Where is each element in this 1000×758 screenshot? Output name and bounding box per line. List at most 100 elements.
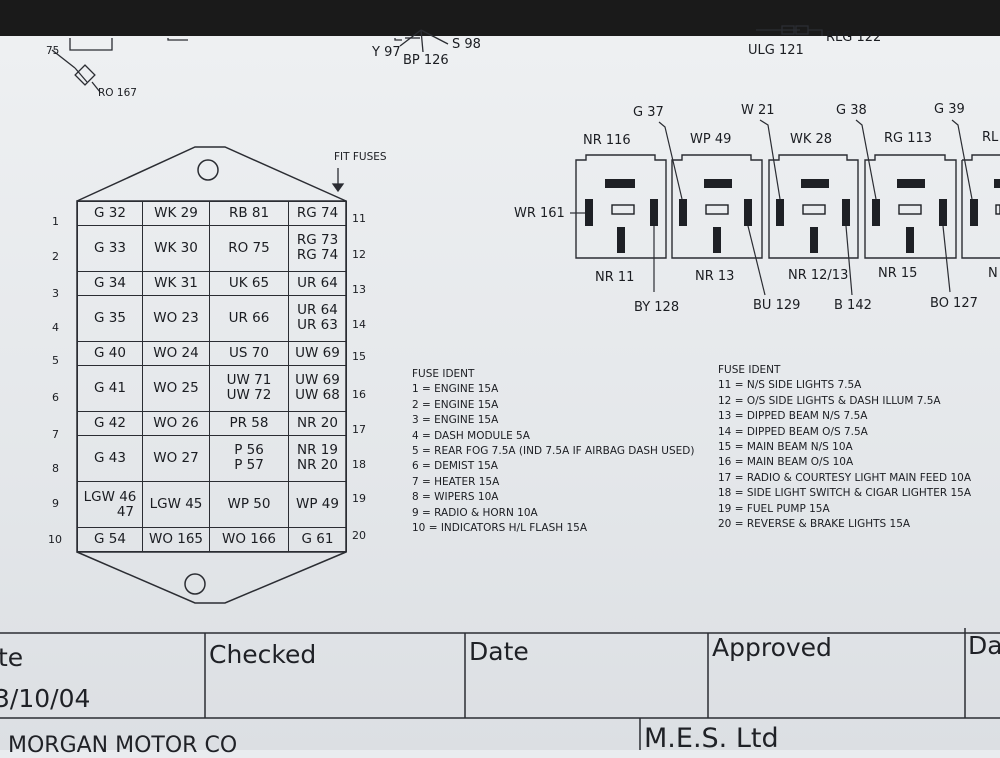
relay-label-wr161: WR 161 — [514, 206, 565, 221]
fuse-cell-text: LGW 45 — [149, 496, 203, 513]
fuse-cell-text: UW 71 — [226, 372, 272, 389]
title-block-mes: M.E.S. Ltd — [644, 723, 779, 754]
fuse-cell-text: 47 — [116, 503, 134, 520]
relay-label-g38: G 38 — [836, 103, 867, 118]
fuse-ident-item: 19 = FUEL PUMP 15A — [718, 502, 830, 515]
fuse-cell-text: UW 69 — [295, 372, 340, 389]
label-ulg121: ULG 121 — [748, 43, 804, 58]
fuse-cell-text: P 57 — [234, 457, 264, 474]
fuse-cell-text: WO 25 — [153, 379, 199, 396]
fuse-cell: G 42 — [77, 410, 143, 436]
fuse-number: 15 — [352, 350, 366, 363]
label-75: 75 — [46, 45, 60, 57]
fuse-cell: G 35 — [77, 294, 143, 342]
fuse-cell: LGW 45 — [142, 480, 210, 529]
fuse-cell-text: P 56 — [234, 442, 264, 459]
fuse-ident-left: FUSE IDENT 1 = ENGINE 15A 2 = ENGINE 15A… — [412, 367, 694, 536]
title-block-date-value: 3/10/04 — [0, 684, 91, 713]
fuse-cell-text: WO 165 — [148, 531, 204, 548]
fuse-ident-item: 11 = N/S SIDE LIGHTS 7.5A — [718, 379, 862, 392]
relay-label-rl: RL — [982, 130, 999, 145]
fuse-number: 1 — [52, 215, 59, 228]
title-block-company: MORGAN MOTOR CO — [8, 733, 238, 758]
relay-label-nr15: NR 15 — [878, 266, 918, 281]
fuse-cell-text: RG 73 — [296, 232, 339, 249]
fuse-cell: UK 65 — [209, 270, 289, 296]
fuse-row: G 42 WO 26 PR 58 NR 20 — [77, 410, 347, 436]
fuse-cell: WK 31 — [142, 270, 210, 296]
fuse-cell-text: WO 24 — [153, 344, 199, 361]
fuse-cell: UR 64 — [288, 270, 347, 296]
fuse-cell: WO 166 — [209, 527, 289, 552]
relay-label-nr11: NR 11 — [595, 270, 635, 285]
fuse-number: 5 — [52, 354, 59, 367]
fuse-cell-text: WK 29 — [154, 204, 198, 221]
fuse-cell-text: G 35 — [94, 309, 126, 326]
fuse-cell-text: RG 74 — [296, 204, 339, 221]
fuse-row: G 32 WK 29 RB 81 RG 74 — [77, 201, 347, 226]
fuse-cell-text: WO 166 — [221, 531, 277, 548]
fuse-cell: NR 20 — [288, 410, 347, 436]
fuse-cell: G 54 — [77, 527, 143, 552]
fuse-ident-item: 17 = RADIO & COURTESY LIGHT MAIN FEED 10… — [718, 471, 972, 484]
fuse-cell-text: G 32 — [94, 204, 126, 221]
fuse-cell-text: G 42 — [94, 414, 126, 431]
fuse-cell: G 61 — [288, 527, 347, 552]
title-block-checked: Checked — [209, 640, 317, 669]
label-ro167: RO 167 — [98, 87, 137, 99]
relay-label-g37: G 37 — [633, 105, 664, 120]
fuse-cell: UW 69 — [288, 340, 347, 366]
fuse-ident-item: 12 = O/S SIDE LIGHTS & DASH ILLUM 7.5A — [718, 394, 941, 407]
relay-label-bo127: BO 127 — [930, 296, 978, 311]
fuse-number: 10 — [48, 533, 62, 546]
relay-label-w21: W 21 — [741, 103, 775, 118]
fuse-cell: WK 29 — [142, 201, 210, 226]
fuse-cell-text: UR 63 — [297, 317, 338, 334]
fuse-cell-text: WO 26 — [153, 414, 199, 431]
fuse-cell-text: UR 64 — [297, 302, 338, 319]
fuse-ident-item: 20 = REVERSE & BRAKE LIGHTS 15A — [718, 517, 911, 530]
fuse-cell-text: UR 66 — [228, 309, 270, 326]
fuse-cell: G 40 — [77, 340, 143, 366]
fuse-cell-text: RO 75 — [228, 239, 270, 256]
fuse-cell-text: NR 20 — [297, 414, 338, 431]
fuse-cell-text: WK 30 — [154, 239, 198, 256]
fuse-number: 6 — [52, 391, 59, 404]
fuse-cell: WP 49 — [288, 480, 347, 529]
fuse-ident-item: 15 = MAIN BEAM N/S 10A — [718, 440, 853, 453]
fuse-cell: WO 24 — [142, 340, 210, 366]
fuse-cell: G 34 — [77, 270, 143, 296]
fuse-cell-text: NR 19 — [297, 442, 338, 459]
fuse-ident-item: 4 = DASH MODULE 5A — [412, 429, 530, 442]
fuse-ident-item: 18 = SIDE LIGHT SWITCH & CIGAR LIGHTER 1… — [718, 487, 971, 500]
fuse-number: 19 — [352, 492, 366, 505]
top-shadow-bar — [0, 0, 1000, 36]
fuse-cell-text: G 43 — [94, 449, 126, 466]
fuse-cell-text: RG 74 — [296, 247, 339, 264]
fuse-cell: WO 25 — [142, 364, 210, 412]
fuse-cell-text: RB 81 — [228, 204, 270, 221]
fuse-ident-item: 13 = DIPPED BEAM N/S 7.5A — [718, 410, 868, 423]
fuse-cell-text: UR 64 — [297, 274, 338, 291]
relay-label-nr116: NR 116 — [583, 133, 631, 148]
fuse-ident-heading: FUSE IDENT — [412, 368, 475, 380]
fuse-ident-item: 2 = ENGINE 15A — [412, 398, 499, 411]
fuse-number: 7 — [52, 428, 59, 441]
fuse-cell: RO 75 — [209, 224, 289, 272]
fuse-cell-text: LGW 46 — [83, 488, 137, 505]
fuse-cell: PR 58 — [209, 410, 289, 436]
fuse-cell-text: UW 68 — [295, 387, 340, 404]
fuse-ident-item: 1 = ENGINE 15A — [412, 383, 499, 396]
fuse-cell-text: WP 50 — [227, 496, 271, 513]
fuse-cell: UR 66 — [209, 294, 289, 342]
fuse-cell: RG 74 — [288, 201, 347, 226]
